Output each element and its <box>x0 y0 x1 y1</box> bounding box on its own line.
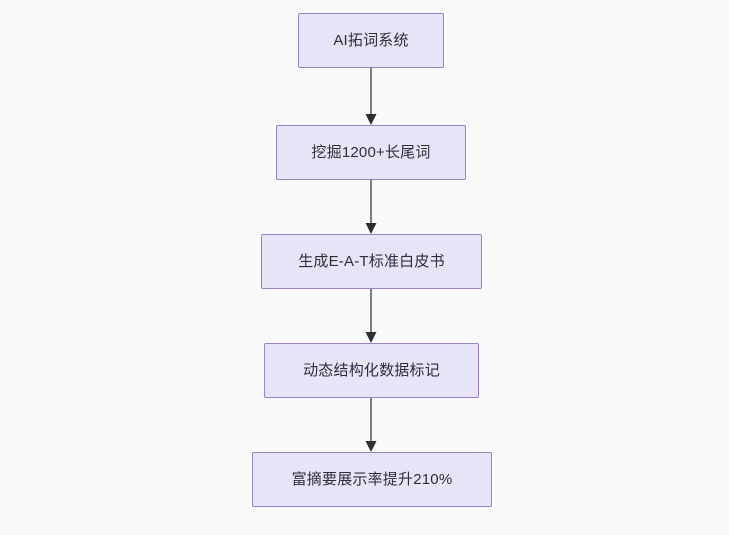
flow-node-dynamic-structured-data-markup[interactable]: 动态结构化数据标记 <box>264 343 479 398</box>
flow-node-rich-snippet-impression-lift[interactable]: 富摘要展示率提升210% <box>252 452 492 507</box>
flow-node-label: 动态结构化数据标记 <box>303 362 440 379</box>
arrowhead-icon <box>365 223 377 234</box>
flow-node-generate-eat-whitepaper[interactable]: 生成E-A-T标准白皮书 <box>261 234 482 289</box>
edge-n4-n5 <box>365 398 377 452</box>
arrowhead-icon <box>365 114 377 125</box>
flow-node-label: AI拓词系统 <box>333 32 409 49</box>
arrowhead-icon <box>365 441 377 452</box>
flow-node-label: 生成E-A-T标准白皮书 <box>298 253 445 270</box>
flow-node-label: 富摘要展示率提升210% <box>291 471 453 488</box>
edge-n2-n3 <box>365 180 377 234</box>
edge-n3-n4 <box>365 289 377 343</box>
flow-node-label: 挖掘1200+长尾词 <box>311 144 431 161</box>
arrowhead-icon <box>365 332 377 343</box>
flow-node-mine-longtail-keywords[interactable]: 挖掘1200+长尾词 <box>276 125 466 180</box>
flow-node-ai-keyword-system[interactable]: AI拓词系统 <box>298 13 444 68</box>
edge-n1-n2 <box>365 68 377 125</box>
